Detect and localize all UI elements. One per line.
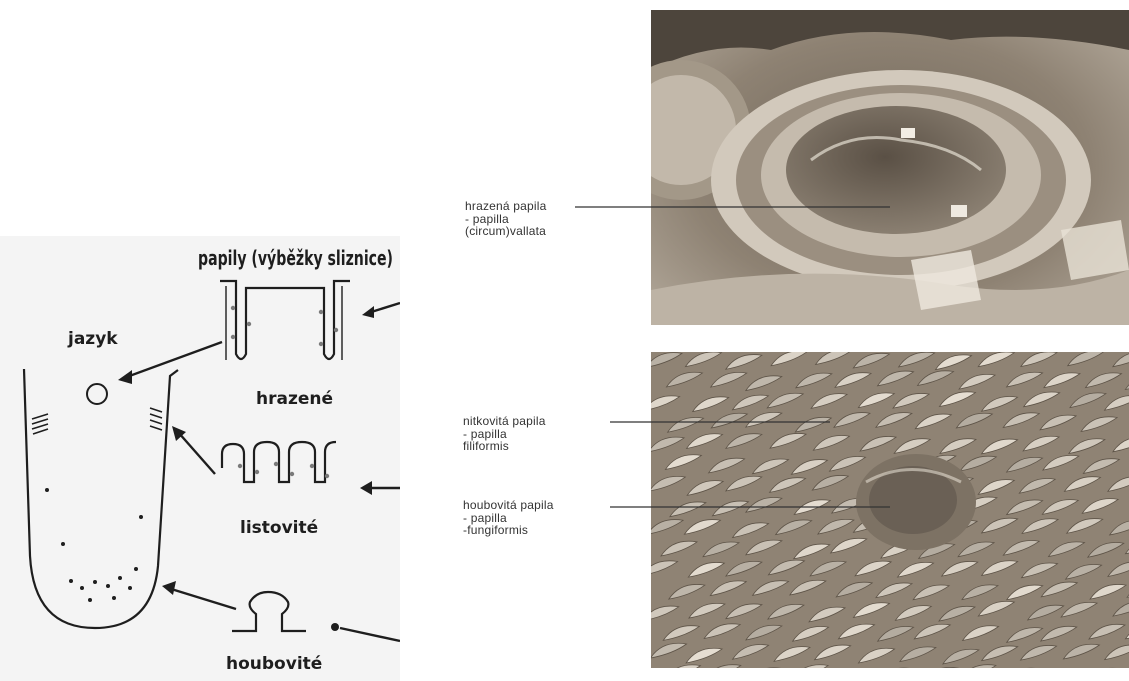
pointer-fungiform — [331, 623, 339, 631]
vallate-location-marker — [87, 384, 107, 404]
foliate-papilla-drawing — [222, 442, 336, 482]
vallate-label: hrazené — [256, 389, 333, 409]
diagram-title: papily (výběžky sliznice) — [198, 246, 393, 270]
papillae-diagram-drawing: papily (výběžky sliznice) jazyk — [0, 236, 400, 681]
label-line: -fungiformis — [463, 524, 554, 537]
label-line: filiformis — [463, 440, 546, 453]
fungiform-dots — [45, 488, 143, 602]
tongue-outline — [24, 369, 178, 628]
label-line: (circum)vallata — [465, 225, 547, 238]
label-fungiform-papilla: houbovitá papila - papilla -fungiformis — [463, 499, 554, 537]
arrow-fungiform — [168, 588, 236, 609]
micrograph-vallate-papilla — [651, 10, 1129, 325]
label-line: houbovitá papila — [463, 499, 554, 512]
foliate-region-left — [32, 414, 48, 434]
label-filiform-papilla: nitkovitá papila - papilla filiformis — [463, 415, 546, 453]
label-line: nitkovitá papila — [463, 415, 546, 428]
micrograph-filiform-fungiform-papillae — [651, 352, 1129, 668]
tongue-label: jazyk — [67, 329, 118, 349]
foliate-region-right — [150, 408, 162, 430]
pointer-foliate — [360, 481, 372, 495]
foliate-label: listovité — [240, 518, 318, 538]
label-line: hrazená papila — [465, 200, 547, 213]
arrow-foliate — [178, 432, 215, 474]
vallate-papilla-drawing — [220, 281, 350, 360]
label-vallate-papilla: hrazená papila - papilla (circum)vallata — [465, 200, 547, 238]
pointer-vallate — [362, 306, 374, 318]
papillae-diagram: papily (výběžky sliznice) jazyk — [0, 236, 400, 681]
fungiform-label: houbovité — [226, 654, 322, 674]
fungiform-papilla-drawing — [232, 592, 306, 631]
